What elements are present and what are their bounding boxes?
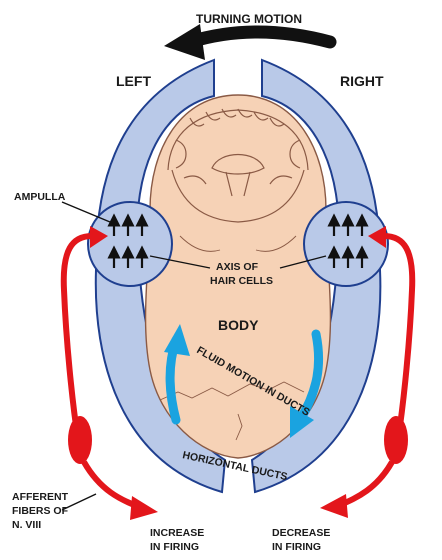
axis-label-line1: AXIS OF (216, 261, 259, 273)
decrease-firing-line2: IN FIRING (272, 541, 321, 553)
left-horizontal-duct (94, 58, 227, 494)
right-afferent-nerve (320, 226, 416, 518)
skull-lines (159, 235, 305, 441)
increase-firing-line2: IN FIRING (150, 541, 199, 553)
turning-motion-arrow (164, 24, 337, 60)
right-fluid-arrowhead (290, 406, 314, 438)
ampulla-label: AMPULLA (14, 191, 66, 203)
right-horizontal-duct (250, 58, 382, 494)
left-ampulla (87, 201, 173, 287)
axis-label-line2: HAIR CELLS (210, 275, 273, 287)
right-hair-cell-arrows (327, 213, 369, 268)
axis-leader-right (279, 255, 327, 269)
increase-firing-line1: INCREASE (150, 527, 204, 539)
left-fluid-arrowhead (164, 324, 190, 356)
axis-leader-left (149, 255, 211, 269)
right-label: RIGHT (340, 73, 384, 89)
left-label: LEFT (116, 73, 151, 89)
left-afferent-nerve (60, 226, 158, 520)
right-ampulla (303, 201, 389, 287)
body-label: BODY (218, 317, 259, 333)
left-hair-cell-arrows (107, 213, 149, 268)
right-fluid-arrow (295, 329, 324, 425)
afferent-label-line1: AFFERENT (12, 491, 69, 503)
turning-motion-label: TURNING MOTION (196, 12, 302, 26)
afferent-leader-line (61, 493, 97, 511)
teeth-outline (167, 108, 309, 223)
afferent-label-line2: FIBERS OF (12, 505, 69, 517)
ampulla-leader-line (61, 201, 111, 223)
afferent-label-line3: N. VIII (12, 519, 41, 531)
decrease-firing-line1: DECREASE (272, 527, 330, 539)
